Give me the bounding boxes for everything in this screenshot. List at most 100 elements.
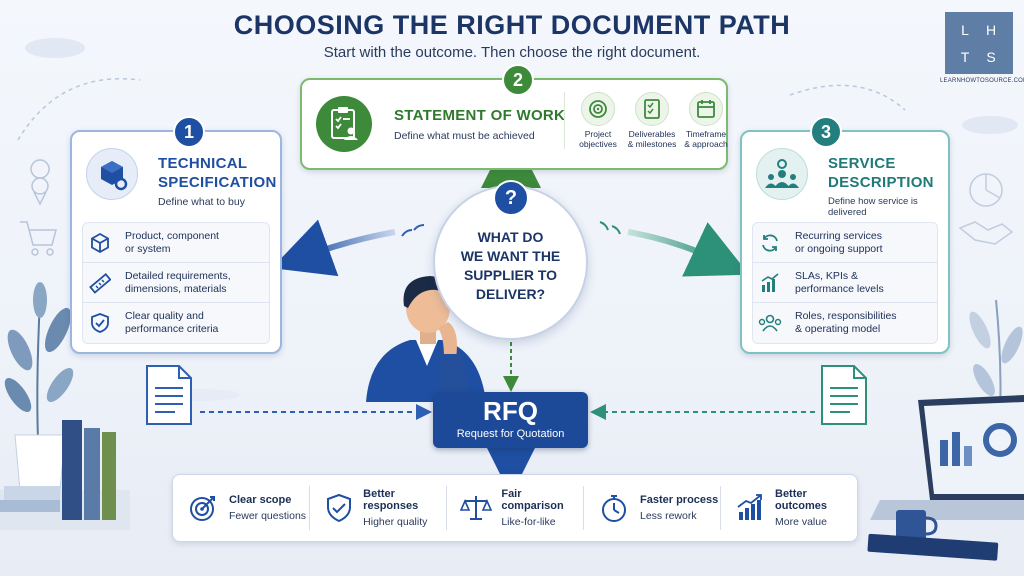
statement-of-work-card[interactable]: STATEMENT OF WORK Define what must be ac… <box>300 78 728 170</box>
stopwatch-icon <box>596 493 632 523</box>
calendar-icon <box>689 92 723 126</box>
card-title: SPECIFICATION <box>158 174 277 191</box>
list-item-text: Clear quality and <box>125 310 204 322</box>
target-arrow-icon <box>185 493 221 523</box>
plant-illustration <box>4 282 74 491</box>
sow-item-label: Project <box>584 129 612 139</box>
question-line: DELIVER? <box>475 286 546 302</box>
card-title: DESCRIPTION <box>828 174 934 191</box>
benefit-title: Better responses <box>363 488 419 512</box>
cube-icon <box>83 232 117 254</box>
scales-icon <box>459 493 493 523</box>
list-item-text: performance levels <box>795 282 884 295</box>
service-description-card[interactable]: SERVICE DESCRIPTION Define how service i… <box>740 130 950 354</box>
page-title: CHOOSING THE RIGHT DOCUMENT PATH <box>233 10 791 40</box>
document-icon <box>146 365 192 425</box>
technical-specification-card[interactable]: TECHNICAL SPECIFICATION Define what to b… <box>70 130 282 354</box>
step-number-badge: 3 <box>810 116 842 148</box>
rfq-box[interactable]: RFQ Request for Quotation <box>433 392 588 448</box>
mug-illustration <box>867 510 999 561</box>
checklist-icon <box>635 92 669 126</box>
list-item-text: dimensions, materials <box>125 282 227 295</box>
benefit-subtitle: More value <box>775 516 827 528</box>
benefit-subtitle: Less rework <box>640 510 697 522</box>
card-title: SERVICE <box>828 155 896 172</box>
location-pin-icon <box>30 159 50 206</box>
list-item-text: performance criteria <box>125 323 219 335</box>
shield-check-icon <box>83 312 117 334</box>
growth-chart-icon <box>733 493 767 523</box>
shopping-cart-icon <box>20 221 57 256</box>
question-line: WE WANT THE <box>460 248 561 264</box>
shield-check-icon <box>322 493 355 523</box>
refresh-icon <box>753 232 787 254</box>
card-title: TECHNICAL <box>158 155 248 172</box>
brand-logo[interactable]: L H T S <box>945 12 1013 74</box>
clipboard-team-icon <box>316 96 372 152</box>
sow-item: Timeframe& approach <box>679 92 733 149</box>
cube-gear-icon <box>86 148 138 200</box>
plant-illustration-right <box>969 299 1023 421</box>
benefit-subtitle: Like-for-like <box>501 516 556 528</box>
benefit-subtitle: Higher quality <box>363 516 428 528</box>
list-item: SLAs, KPIs &performance levels <box>753 263 937 303</box>
pie-chart-icon <box>969 173 1003 207</box>
list-item-text: Product, component <box>125 229 219 242</box>
team-icon <box>753 312 787 334</box>
benefit-subtitle: Fewer questions <box>229 510 307 522</box>
benefit-title: Better outcomes <box>775 488 827 512</box>
question-mark-icon: ? <box>493 180 529 216</box>
list-item-text: Roles, responsibilities <box>795 310 897 322</box>
target-icon <box>581 92 615 126</box>
sow-item-label: Deliverables <box>628 129 676 139</box>
list-item: Detailed requirements,dimensions, materi… <box>83 263 269 303</box>
sow-item-label: & approach <box>684 139 728 149</box>
logo-letter: L <box>961 21 971 38</box>
card-description: Define what to buy <box>158 196 245 208</box>
logo-letter: S <box>986 48 998 65</box>
document-icon <box>821 365 867 425</box>
list-item-text: & operating model <box>795 323 881 335</box>
central-question: WHAT DO WE WANT THE SUPPLIER TO DELIVER? <box>443 228 578 304</box>
list-item-text: SLAs, KPIs & <box>795 269 859 282</box>
handshake-icon <box>958 221 1014 245</box>
sow-item-label: objectives <box>579 139 617 149</box>
logo-letter: H <box>985 21 999 38</box>
list-item-text: Detailed requirements, <box>125 269 231 282</box>
logo-letter: T <box>960 48 972 65</box>
list-item: Roles, responsibilities& operating model <box>753 303 937 343</box>
thinking-person-illustration <box>366 276 486 402</box>
sow-item-label: Timeframe <box>685 129 727 139</box>
card-description: Define how service is delivered <box>828 196 918 218</box>
laptop-illustration <box>870 395 1024 520</box>
bar-chart-icon <box>753 272 787 294</box>
binders-illustration <box>0 420 130 530</box>
sow-item-label: & milestones <box>627 139 677 149</box>
step-number-badge: 1 <box>173 116 205 148</box>
question-line: SUPPLIER TO <box>463 267 558 283</box>
benefit-title: Faster process <box>640 494 719 506</box>
question-line: WHAT DO <box>477 229 544 245</box>
step-number-badge: 2 <box>502 64 534 96</box>
rfq-title: RFQ <box>483 396 538 426</box>
benefit-title: Clear scope <box>229 494 292 506</box>
card-title: STATEMENT OF WORK <box>394 107 566 124</box>
rfq-subtitle: Request for Quotation <box>456 428 565 440</box>
page-subtitle: Start with the outcome. Then choose the … <box>323 44 701 61</box>
ruler-icon <box>83 272 117 294</box>
card-description: Define what must be achieved <box>394 130 535 142</box>
benefit-title: Fair comparison <box>501 488 564 512</box>
sow-item: Deliverables& milestones <box>625 92 679 149</box>
